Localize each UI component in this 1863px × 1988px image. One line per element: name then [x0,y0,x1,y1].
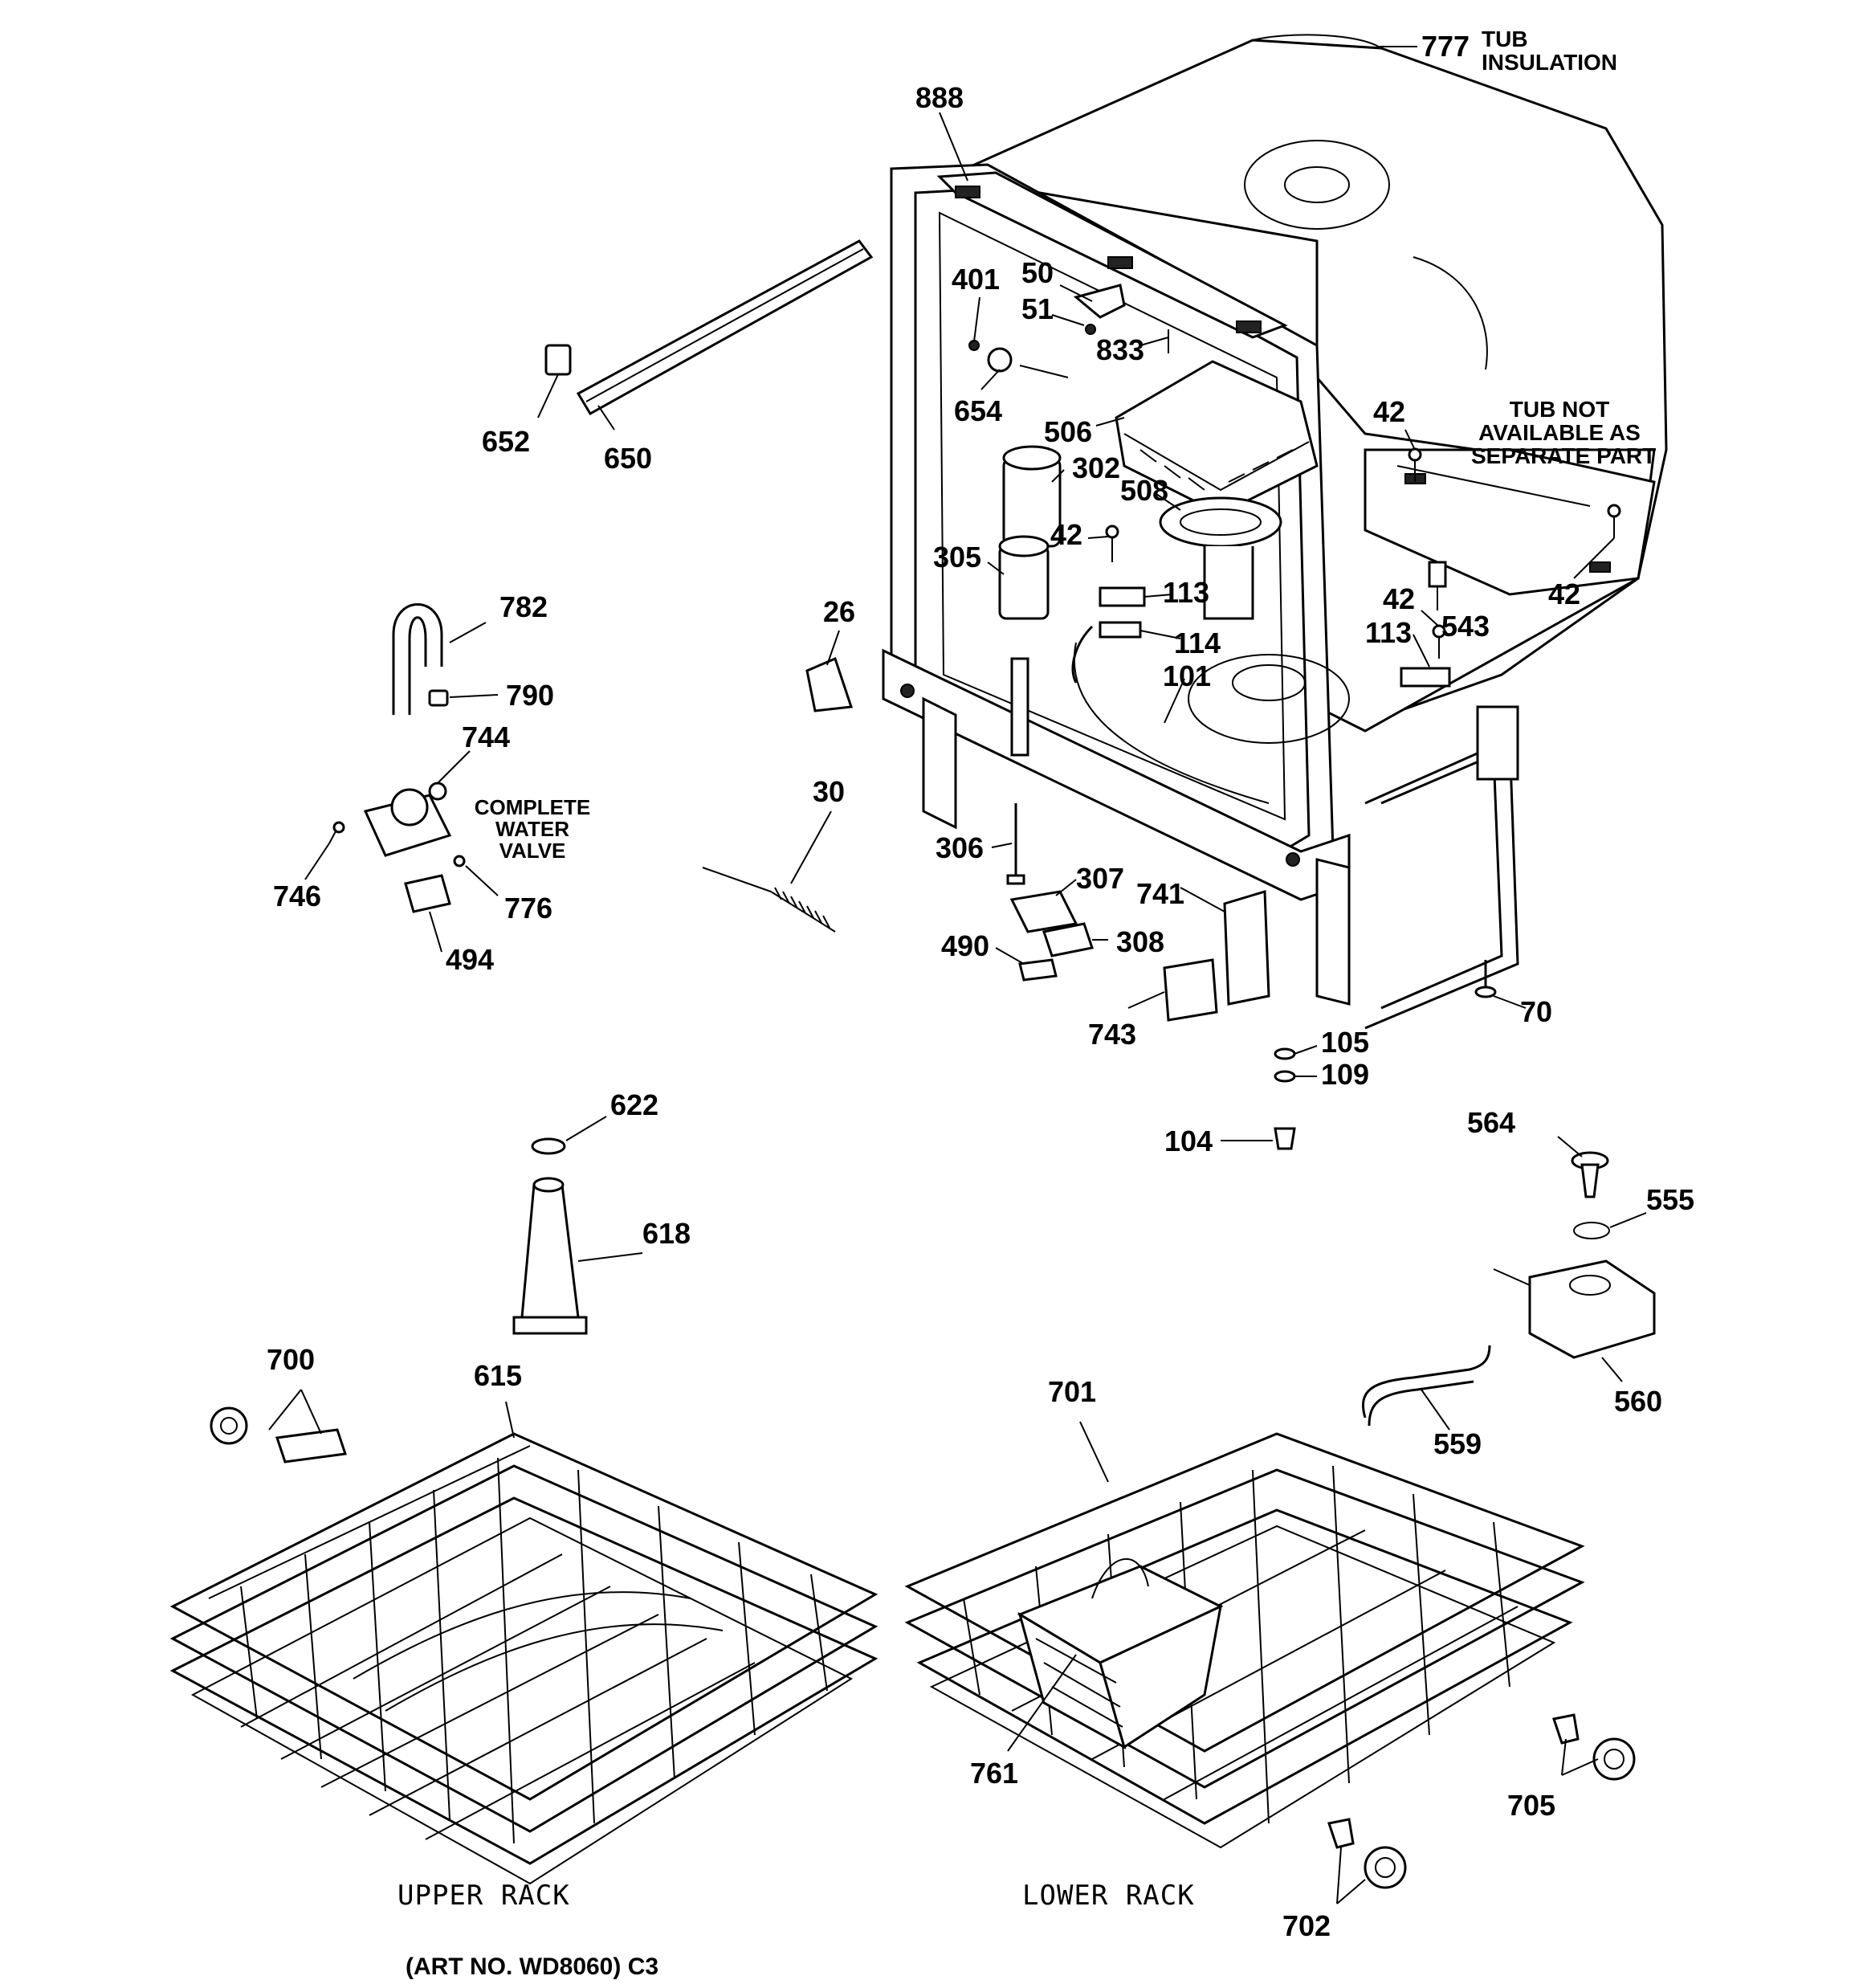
callout-761: 761 [970,1757,1019,1790]
callout-113-a: 113 [1163,576,1210,609]
callout-543: 543 [1441,610,1490,643]
right-parts [210,1151,1656,1889]
callout-490: 490 [941,929,990,962]
leader-lines [268,46,1647,1904]
callout-306: 306 [936,831,984,864]
tub-assembly [882,34,1668,1030]
tub-not-line-3: SEPARATE PART [1471,443,1657,468]
callout-105: 105 [1321,1026,1370,1059]
art-number: (ART NO. WD8060) C3 [406,1953,659,1980]
lower-rack-caption: LOWER RACK [1022,1880,1195,1912]
callout-305: 305 [933,541,982,574]
callout-42-a: 42 [1050,518,1083,551]
callout-104: 104 [1164,1125,1213,1157]
callout-618: 618 [642,1217,691,1250]
callout-555: 555 [1646,1183,1695,1216]
tub-not-line-1: TUB NOT [1509,397,1610,422]
callout-50: 50 [1021,256,1054,289]
tub-internal-parts [968,284,1621,688]
tub-not-available-note: TUB NOT AVAILABLE AS SEPARATE PART [1471,397,1657,468]
callout-790: 790 [506,679,555,712]
tub-not-line-2: AVAILABLE AS [1478,420,1641,445]
tub-insulation-line-1: TUB [1482,27,1528,51]
callout-42-c: 42 [1548,578,1581,610]
callout-746: 746 [273,880,322,912]
callout-30: 30 [813,775,846,808]
water-valve-line-3: VALVE [499,839,566,863]
upper-rack [169,1432,879,1885]
water-valve-line-2: WATER [495,817,569,841]
upper-rack-caption: UPPER RACK [397,1880,570,1912]
callout-743: 743 [1088,1018,1137,1051]
callout-777: 777 [1421,30,1470,63]
callout-113-b: 113 [1365,616,1413,649]
callout-307: 307 [1076,862,1125,895]
callout-654: 654 [954,394,1003,427]
callout-494: 494 [446,943,495,976]
callout-51: 51 [1021,292,1054,325]
callout-114: 114 [1174,627,1221,659]
callout-650: 650 [604,442,653,475]
callout-560: 560 [1614,1385,1663,1418]
callout-401: 401 [952,263,1001,296]
callout-702: 702 [1282,1909,1331,1942]
center-lower-parts [512,803,1497,1335]
callout-652: 652 [482,425,531,458]
callout-700: 700 [267,1343,316,1376]
callout-42-b: 42 [1373,395,1406,428]
callout-833: 833 [1096,333,1145,366]
callout-776: 776 [504,892,553,925]
lower-rack [904,1432,1585,1849]
callout-615: 615 [474,1359,523,1392]
callout-302: 302 [1072,451,1121,484]
callout-782: 782 [499,590,548,623]
callout-622: 622 [610,1088,659,1121]
callout-564: 564 [1467,1106,1516,1139]
water-valve-line-1: COMPLETE [474,795,591,819]
callout-308: 308 [1116,925,1165,958]
tub-insulation-note: TUB INSULATION [1482,27,1617,74]
callout-42-d: 42 [1383,582,1416,615]
tub-insulation-line-2: INSULATION [1482,50,1618,75]
callout-508: 508 [1120,474,1169,507]
callout-109: 109 [1321,1058,1370,1091]
callout-70: 70 [1520,995,1553,1028]
callout-506: 506 [1044,415,1093,448]
callout-741: 741 [1136,877,1185,910]
callout-888: 888 [915,81,964,114]
callout-559: 559 [1433,1427,1482,1460]
callout-101: 101 [1163,659,1212,692]
callout-744: 744 [462,720,511,753]
left-parts [328,239,874,933]
water-valve-note: COMPLETE WATER VALVE [464,797,601,862]
callout-705: 705 [1507,1789,1556,1822]
callout-26: 26 [823,595,856,628]
callout-701: 701 [1048,1375,1097,1408]
